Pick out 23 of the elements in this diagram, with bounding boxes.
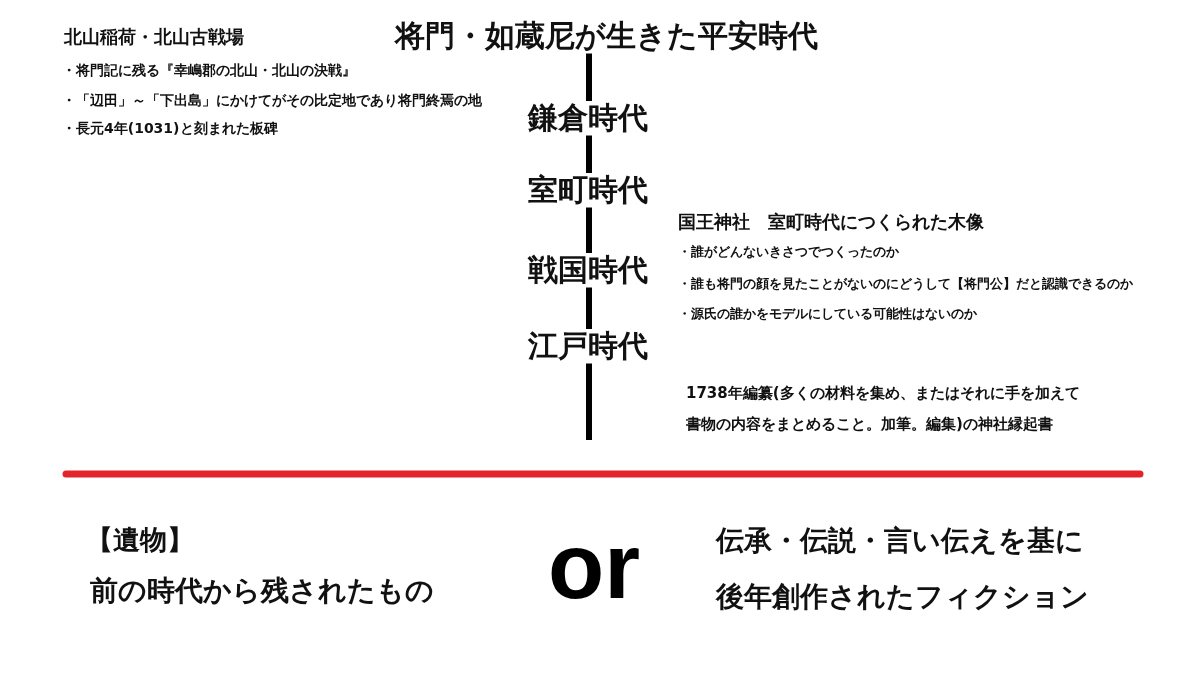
timeline-line: [586, 53, 592, 101]
definition-text: 伝承・伝説・言い伝えを基に後年創作されたフィクション: [716, 523, 1090, 615]
note-text: 1738年編纂(多くの材料を集め、またはそれに手を加えて書物の内容をまとめること。加筆。編集)の神社縁起書: [686, 383, 1081, 435]
bullet-text: ・「辺田」～「下出島」にかけてがその比定地であり将門終焉の地: [62, 90, 482, 110]
bullet-text: ・長元4年(1031)と刻まれた板碑: [62, 118, 278, 138]
definition-text: 前の時代から残されたもの: [90, 572, 434, 609]
timeline-line: [586, 207, 592, 253]
era-label: 戦国時代: [528, 253, 648, 288]
timeline-line: [586, 287, 592, 329]
timeline-line: [586, 363, 592, 440]
bullet-text: ・誰も将門の顔を見たことがないのにどうして【将門公】だと認識できるのか: [678, 275, 1133, 293]
timeline-line: [586, 135, 592, 173]
conjunction-text: or: [548, 520, 640, 612]
era-label: 室町時代: [528, 173, 648, 208]
bullet-text: ・源氏の誰かをモデルにしている可能性はないのか: [678, 305, 977, 323]
section-heading: 北山稲荷・北山古戦場: [64, 25, 244, 49]
bullet-text: ・誰がどんないきさつでつくったのか: [678, 243, 899, 261]
period-heading: 将門・如蔵尼が生きた平安時代: [394, 19, 818, 54]
era-label: 江戸時代: [528, 329, 648, 364]
bullet-text: ・将門記に残る『幸嶋郡の北山・北山の決戦』: [62, 60, 356, 80]
era-label: 鎌倉時代: [528, 101, 648, 136]
category-heading: 【遺物】: [86, 523, 194, 558]
section-heading: 国王神社 室町時代につくられた木像: [678, 210, 984, 234]
